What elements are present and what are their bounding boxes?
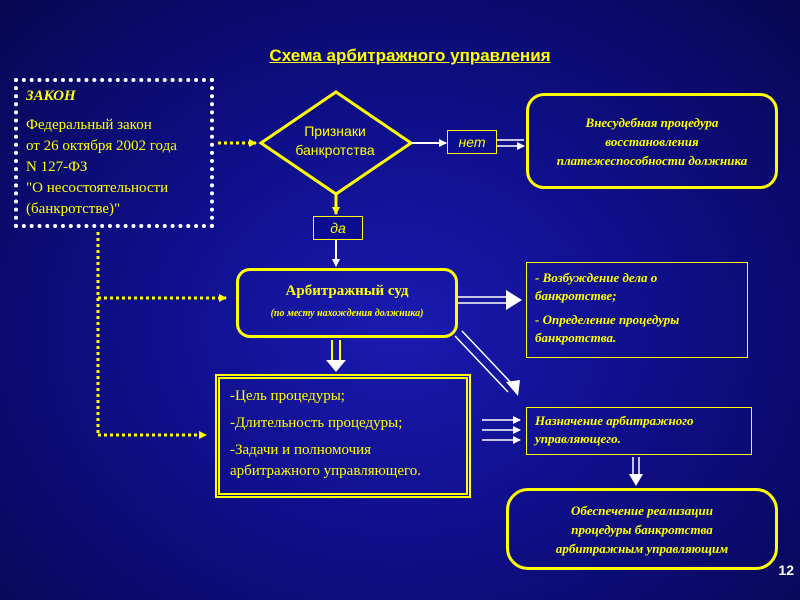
no-label: нет	[447, 130, 497, 154]
implementation-line: Обеспечение реализации	[571, 502, 713, 518]
court-subtitle: (по месту нахождения должника)	[270, 308, 424, 319]
court-action-item: - Определение процедуры банкротства.	[535, 312, 680, 345]
decision-label: Признаки банкротства	[270, 122, 400, 160]
out-of-court-line: восстановления	[605, 133, 699, 149]
law-line: N 127-ФЗ	[26, 159, 88, 175]
out-of-court-line: платежеспособности должника	[556, 152, 748, 168]
court-to-goals-arrowhead	[326, 360, 346, 372]
out-of-court-line: Внесудебная процедура	[585, 114, 719, 130]
procedure-goal-item: -Задачи и полномочия арбитражного управл…	[230, 442, 422, 479]
law-line: от 26 октября 2002 года	[26, 138, 177, 154]
court-to-appointment-connector-b	[461, 330, 515, 387]
law-box: ЗАКОН Федеральный закон от 26 октября 20…	[14, 78, 214, 228]
law-heading: ЗАКОН	[26, 88, 76, 104]
law-line: (банкротстве)"	[26, 201, 121, 217]
court-title: Арбитражный суд	[285, 283, 409, 299]
implementation-line: арбитражным управляющим	[555, 540, 729, 556]
page-number: 12	[778, 562, 794, 578]
implementation-box: Обеспечение реализации процедуры банкрот…	[506, 488, 778, 570]
appointment-to-implementation-arrowhead	[629, 474, 643, 486]
court-actions-box: - Возбуждение дела о банкротстве; - Опре…	[526, 262, 748, 358]
court-to-appointment-connector-a	[454, 335, 509, 393]
decision-line: банкротства	[295, 142, 375, 158]
decision-line: Признаки	[304, 123, 366, 139]
yes-label: да	[313, 216, 363, 240]
page-title: Схема арбитражного управления	[269, 46, 551, 65]
procedure-goal-item: -Цель процедуры;	[230, 388, 345, 404]
out-of-court-box: Внесудебная процедура восстановления пла…	[526, 93, 778, 189]
appointment-box: Назначение арбитражного управляющего.	[526, 407, 752, 455]
court-box: Арбитражный суд (по месту нахождения дол…	[236, 268, 458, 338]
court-action-item: - Возбуждение дела о банкротстве;	[535, 270, 658, 303]
court-to-actions-arrowhead	[506, 290, 522, 310]
law-text: Федеральный закон от 26 октября 2002 год…	[26, 115, 202, 220]
procedure-goal-item: -Длительность процедуры;	[230, 415, 403, 431]
implementation-line: процедуры банкротства	[571, 521, 713, 537]
procedure-goals-box: -Цель процедуры; -Длительность процедуры…	[215, 374, 471, 498]
court-to-appointment-arrowhead	[506, 380, 520, 396]
law-line: Федеральный закон	[26, 117, 152, 133]
law-line: "О несостоятельности	[26, 180, 169, 196]
